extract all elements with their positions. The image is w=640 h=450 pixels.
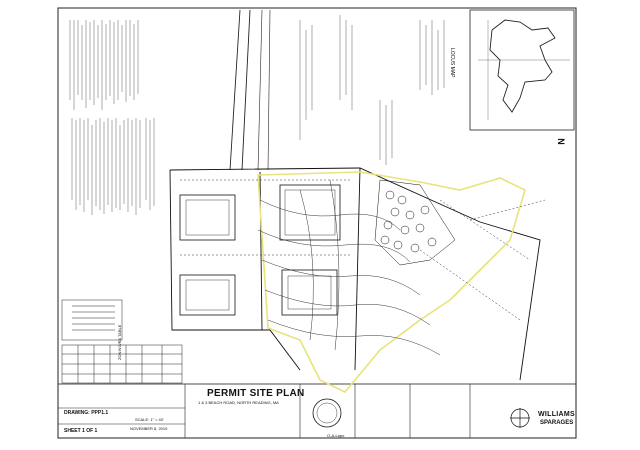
stamp-text: O-A-Lapo [327, 433, 345, 438]
limit-of-work [257, 171, 526, 393]
drawing-number: DRAWING: PPP1.1 [64, 410, 109, 416]
sheet-number: SHEET 1 OF 1 [64, 428, 98, 434]
locus-map-label: LOCUS MAP [449, 48, 455, 78]
locus-map [469, 9, 575, 131]
zoning-table [61, 344, 183, 384]
legend-box [61, 299, 123, 341]
plan-address: 1 & 3 BEACH ROAD, NORTH READING, MA [198, 400, 279, 405]
building-layout [179, 184, 341, 316]
zoning-table-label: ZONING/RA TABLE [117, 324, 122, 360]
firm-name: WILLIAMS [538, 411, 576, 418]
contour-lines [257, 179, 441, 356]
plan-date: NOVEMBER 8, 2019 [130, 426, 168, 431]
road-corridor [229, 9, 271, 171]
engineer-stamp [312, 398, 342, 428]
plan-title: PERMIT SITE PLAN [207, 388, 305, 399]
north-arrow-label: N [555, 138, 566, 145]
firm-logo [510, 408, 530, 428]
plan-annotations [299, 15, 445, 165]
title-block [57, 383, 577, 439]
wetland-area [374, 179, 456, 266]
plan-scale: SCALE: 1" = 40' [135, 417, 164, 422]
general-notes [69, 20, 155, 215]
utility-lines [180, 179, 546, 321]
firm-name-2: SPARAGES [540, 420, 574, 426]
